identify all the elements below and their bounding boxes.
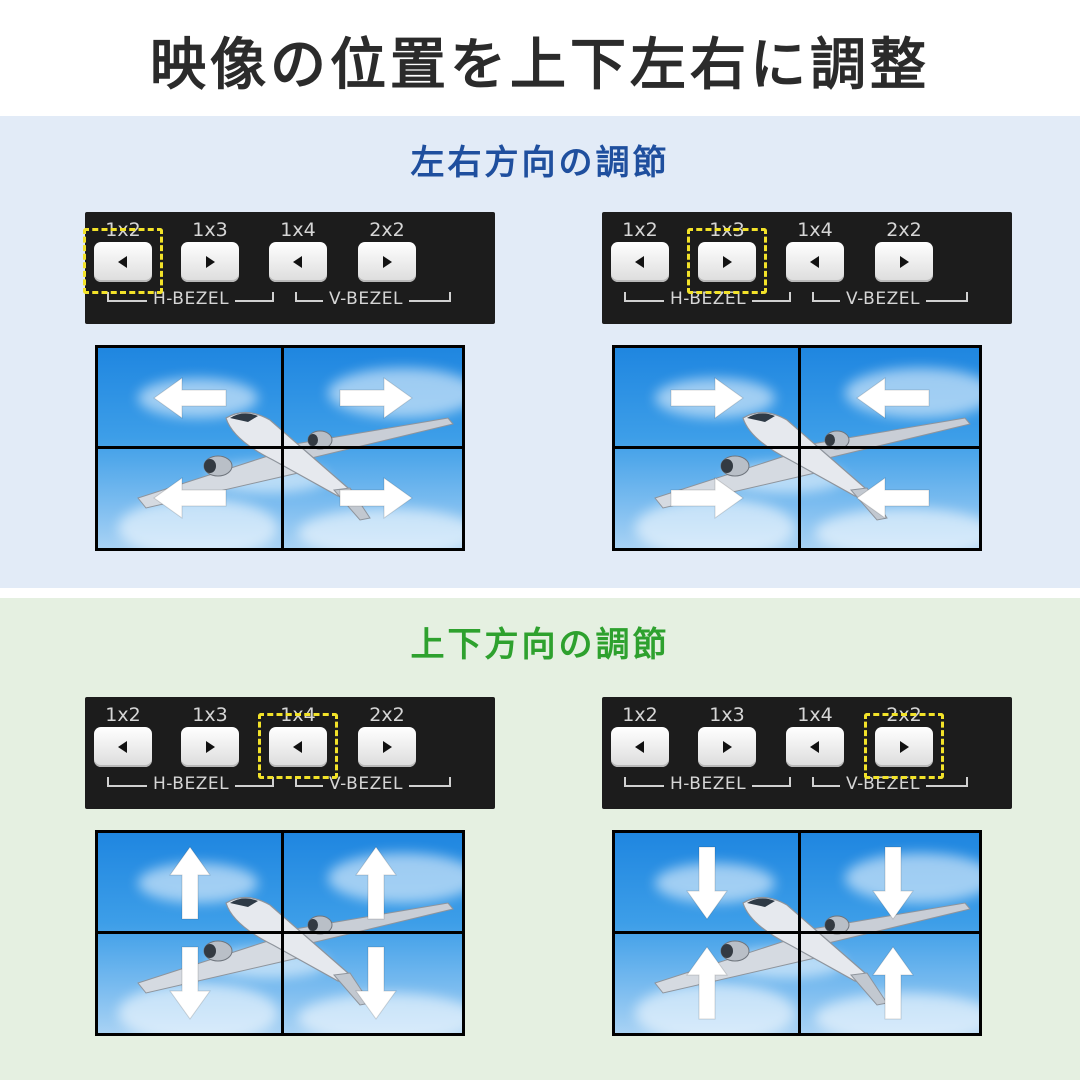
arrow-right-icon [668, 459, 746, 541]
selected-button-highlight [864, 713, 944, 779]
arrow-right-icon [337, 459, 415, 541]
button-label-2x2: 2x2 [369, 219, 405, 241]
h-bezel-label: H-BEZEL [147, 773, 236, 795]
cloud [845, 853, 979, 903]
bezel-left-button-1x4[interactable] [269, 727, 327, 767]
bezel-left-button-1x4[interactable] [786, 727, 844, 767]
horizontal-section-title: 左右方向の調節 [410, 143, 670, 183]
bezel-right-button-2x2[interactable] [358, 727, 416, 767]
arrow-down-icon [854, 844, 932, 926]
arrow-left-icon [151, 459, 229, 541]
arrow-left-icon [151, 359, 229, 441]
triangle-left-icon [115, 739, 131, 755]
v-bezel-label: V-BEZEL [840, 288, 926, 310]
video-wall-preview [612, 345, 982, 551]
button-label-1x4: 1x4 [280, 219, 316, 241]
cloud [328, 853, 462, 903]
bezel-right-button-1x3[interactable] [181, 242, 239, 282]
button-label-1x3: 1x3 [192, 219, 228, 241]
h-bezel-label: H-BEZEL [664, 773, 753, 795]
arrow-left-icon [854, 459, 932, 541]
button-label-2x2: 2x2 [369, 704, 405, 726]
selected-button-highlight [258, 713, 338, 779]
bezel-left-button-1x4[interactable] [269, 242, 327, 282]
triangle-right-icon [896, 254, 912, 270]
bezel-line-horizontal [615, 446, 979, 449]
triangle-right-icon [379, 739, 395, 755]
button-label-1x4: 1x4 [797, 704, 833, 726]
video-wall-preview [95, 345, 465, 551]
selected-button-highlight [83, 228, 163, 294]
button-label-1x4: 1x4 [797, 219, 833, 241]
airplane-image [137, 896, 454, 1006]
video-wall-preview [612, 830, 982, 1036]
v-bezel-label: V-BEZEL [323, 773, 409, 795]
bezel-right-button-1x3[interactable] [698, 242, 756, 282]
button-label-1x3: 1x3 [192, 704, 228, 726]
arrow-up-icon [854, 944, 932, 1026]
bezel-left-button-1x2[interactable] [94, 727, 152, 767]
page-title: 映像の位置を上下左右に調整 [150, 33, 930, 98]
video-wall-preview [95, 830, 465, 1036]
triangle-left-icon [807, 739, 823, 755]
arrow-up-icon [668, 944, 746, 1026]
arrow-down-icon [151, 944, 229, 1026]
arrow-left-icon [854, 359, 932, 441]
bezel-right-button-2x2[interactable] [358, 242, 416, 282]
triangle-right-icon [896, 739, 912, 755]
bezel-left-button-1x2[interactable] [611, 242, 669, 282]
arrow-down-icon [337, 944, 415, 1026]
bezel-right-button-1x3[interactable] [181, 727, 239, 767]
triangle-left-icon [632, 739, 648, 755]
bezel-line-horizontal [615, 931, 979, 934]
button-label-1x2: 1x2 [105, 704, 141, 726]
arrow-right-icon [668, 359, 746, 441]
cloud [815, 508, 979, 548]
bezel-right-button-2x2[interactable] [875, 242, 933, 282]
cloud [298, 508, 462, 548]
triangle-left-icon [115, 254, 131, 270]
airplane-image [654, 896, 971, 1006]
selected-button-highlight [687, 228, 767, 294]
v-bezel-label: V-BEZEL [323, 288, 409, 310]
arrow-up-icon [337, 844, 415, 926]
bezel-right-button-2x2[interactable] [875, 727, 933, 767]
triangle-left-icon [290, 739, 306, 755]
bezel-left-button-1x2[interactable] [94, 242, 152, 282]
bezel-left-button-1x2[interactable] [611, 727, 669, 767]
triangle-right-icon [202, 254, 218, 270]
vertical-section-title: 上下方向の調節 [410, 625, 670, 665]
arrow-up-icon [151, 844, 229, 926]
h-bezel-label: H-BEZEL [147, 288, 236, 310]
triangle-right-icon [719, 254, 735, 270]
bezel-left-button-1x4[interactable] [786, 242, 844, 282]
triangle-right-icon [379, 254, 395, 270]
button-label-2x2: 2x2 [886, 219, 922, 241]
button-label-1x2: 1x2 [622, 219, 658, 241]
button-label-1x3: 1x3 [709, 704, 745, 726]
bezel-right-button-1x3[interactable] [698, 727, 756, 767]
triangle-left-icon [632, 254, 648, 270]
button-label-1x2: 1x2 [622, 704, 658, 726]
triangle-left-icon [290, 254, 306, 270]
arrow-right-icon [337, 359, 415, 441]
bezel-line-horizontal [98, 446, 462, 449]
triangle-right-icon [202, 739, 218, 755]
triangle-left-icon [807, 254, 823, 270]
bezel-line-horizontal [98, 931, 462, 934]
triangle-right-icon [719, 739, 735, 755]
arrow-down-icon [668, 844, 746, 926]
